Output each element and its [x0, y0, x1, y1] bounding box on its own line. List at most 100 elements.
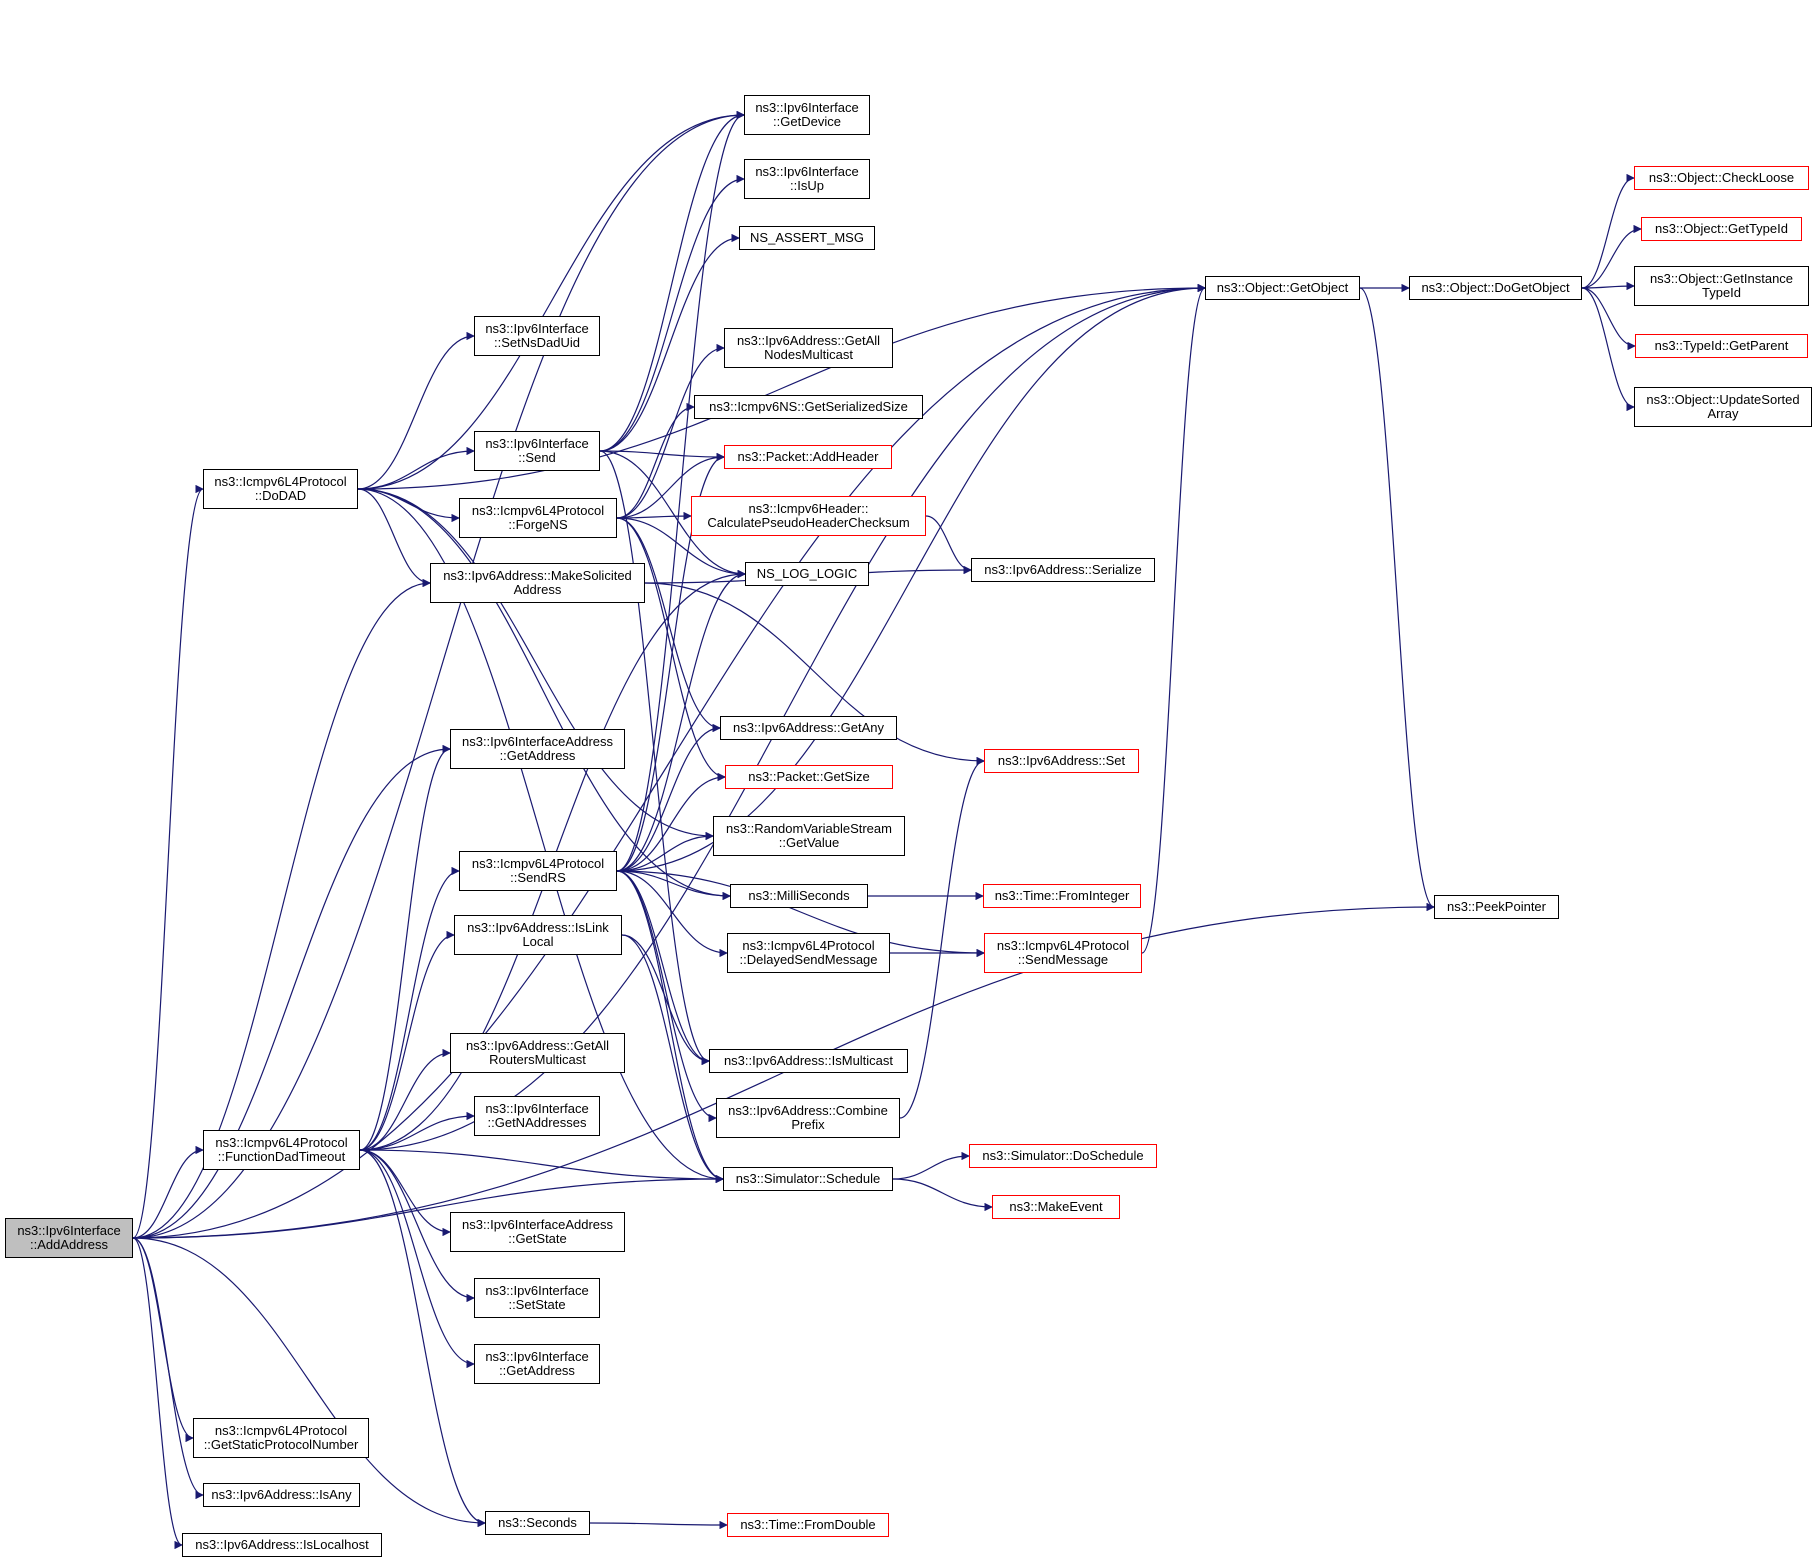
node-calcps[interactable]: ns3::Icmpv6Header::CalculatePseudoHeader…: [691, 496, 926, 536]
node-label: ns3::Icmpv6L4Protocol: [214, 1423, 348, 1438]
node-mkevent[interactable]: ns3::MakeEvent: [992, 1195, 1120, 1219]
edge-send-to-isup: [599, 174, 745, 452]
edge-dodad-to-schedule: [357, 488, 724, 1184]
node-sendmsg[interactable]: ns3::Icmpv6L4Protocol::SendMessage: [984, 933, 1142, 973]
node-add[interactable]: ns3::Ipv6Interface::AddAddress: [5, 1218, 133, 1258]
edge-fdt-to-ifsetstate: [359, 1149, 475, 1303]
node-label: ns3::RandomVariableStream: [726, 821, 892, 836]
node-label: ::SendMessage: [1017, 952, 1109, 967]
edge-dodad-to-getdev: [357, 110, 745, 490]
node-gettid[interactable]: ns3::Object::GetTypeId: [1641, 217, 1802, 241]
node-schedule[interactable]: ns3::Simulator::Schedule: [723, 1167, 893, 1191]
node-label: ::DelayedSendMessage: [739, 952, 878, 967]
node-setns[interactable]: ns3::Ipv6Interface::SetNsDadUid: [474, 316, 600, 356]
edge-fdt-to-islinkl: [359, 930, 455, 1151]
edge-getobj-to-peek: [1359, 287, 1435, 912]
edge-sendrs-to-getdev: [616, 110, 745, 872]
node-dogetobj[interactable]: ns3::Object::DoGetObject: [1409, 276, 1582, 300]
node-getsize[interactable]: ns3::Packet::GetSize: [725, 765, 893, 789]
node-isup[interactable]: ns3::Ipv6Interface::IsUp: [744, 159, 870, 199]
node-iagaddr[interactable]: ns3::Ipv6InterfaceAddress::GetAddress: [450, 729, 625, 769]
node-label: ns3::Packet::AddHeader: [737, 449, 879, 464]
node-label: ns3::Ipv6Address::IsMulticast: [723, 1053, 894, 1068]
node-addhdr[interactable]: ns3::Packet::AddHeader: [724, 445, 892, 469]
node-ifgaddr[interactable]: ns3::Ipv6Interface::GetAddress: [474, 1344, 600, 1384]
node-label: ::GetStaticProtocolNumber: [203, 1437, 359, 1452]
node-label: ::GetValue: [778, 835, 840, 850]
edge-islinkl-to-schedule: [621, 934, 724, 1184]
edge-fdt-to-schedule: [359, 1149, 724, 1184]
node-sendrs[interactable]: ns3::Icmpv6L4Protocol::SendRS: [459, 851, 617, 891]
node-nsassert[interactable]: NS_ASSERT_MSG: [739, 226, 875, 250]
edge-combine-to-ipset: [899, 756, 985, 1119]
edge-add-to-iagaddr: [132, 744, 451, 1239]
node-rvs[interactable]: ns3::RandomVariableStream::GetValue: [713, 816, 905, 856]
node-label: ns3::Ipv6Address::GetAll: [465, 1038, 610, 1053]
node-label: ::GetState: [508, 1231, 567, 1246]
node-seconds[interactable]: ns3::Seconds: [485, 1511, 590, 1535]
edge-add-to-schedule: [132, 1174, 724, 1239]
node-label: ns3::Icmpv6Header::: [748, 501, 869, 516]
node-milli[interactable]: ns3::MilliSeconds: [730, 884, 868, 908]
node-label: ::Send: [518, 450, 556, 465]
node-ismc[interactable]: ns3::Ipv6Address::IsMulticast: [709, 1049, 908, 1073]
node-send[interactable]: ns3::Ipv6Interface::Send: [474, 431, 600, 471]
node-label: ns3::Icmpv6L4Protocol: [471, 856, 605, 871]
node-forgens[interactable]: ns3::Icmpv6L4Protocol::ForgeNS: [459, 498, 617, 538]
node-dodad[interactable]: ns3::Icmpv6L4Protocol::DoDAD: [203, 469, 358, 509]
node-label: Prefix: [791, 1117, 825, 1132]
node-getany[interactable]: ns3::Ipv6Address::GetAny: [720, 716, 897, 740]
node-iagstate[interactable]: ns3::Ipv6InterfaceAddress::GetState: [450, 1212, 625, 1252]
edge-send-to-ismc: [599, 450, 710, 1066]
node-label: ns3::Simulator::DoSchedule: [982, 1148, 1144, 1163]
node-label: ns3::Object::GetTypeId: [1655, 221, 1788, 236]
node-tfi[interactable]: ns3::Time::FromInteger: [983, 884, 1141, 908]
node-label: ns3::Ipv6Address::Set: [997, 753, 1126, 768]
node-label: ns3::Icmpv6L4Protocol: [214, 474, 347, 489]
node-islh[interactable]: ns3::Ipv6Address::IsLocalhost: [182, 1533, 382, 1557]
node-ipset[interactable]: ns3::Ipv6Address::Set: [984, 749, 1139, 773]
node-gnaddr[interactable]: ns3::Ipv6Interface::GetNAddresses: [474, 1096, 600, 1136]
node-label: ns3::PeekPointer: [1446, 899, 1546, 914]
node-label: ns3::Ipv6Address::GetAny: [732, 720, 885, 735]
node-fdt[interactable]: ns3::Icmpv6L4Protocol::FunctionDadTimeou…: [203, 1130, 360, 1170]
edge-schedule-to-mkevent: [892, 1178, 993, 1212]
node-label: ns3::Ipv6Interface: [485, 1283, 589, 1298]
node-peek[interactable]: ns3::PeekPointer: [1434, 895, 1559, 919]
node-nslog[interactable]: NS_LOG_LOGIC: [745, 562, 869, 586]
node-checkloose[interactable]: ns3::Object::CheckLoose: [1634, 166, 1809, 190]
node-label: ns3::Ipv6Interface: [755, 100, 859, 115]
node-label: ns3::Object::DoGetObject: [1421, 280, 1570, 295]
edge-dodad-to-setns: [357, 331, 475, 490]
edge-add-to-seconds: [132, 1237, 486, 1528]
node-label: ns3::Object::UpdateSorted: [1646, 392, 1800, 407]
node-label: ns3::MakeEvent: [1009, 1199, 1103, 1214]
node-getdev[interactable]: ns3::Ipv6Interface::GetDevice: [744, 95, 870, 135]
node-delayed[interactable]: ns3::Icmpv6L4Protocol::DelayedSendMessag…: [727, 933, 890, 973]
node-label: ns3::TypeId::GetParent: [1654, 338, 1789, 353]
node-tfd[interactable]: ns3::Time::FromDouble: [727, 1513, 889, 1537]
node-getparent[interactable]: ns3::TypeId::GetParent: [1635, 334, 1808, 358]
node-label: ns3::Icmpv6L4Protocol: [742, 938, 875, 953]
node-label: ns3::Ipv6Interface: [485, 1349, 589, 1364]
edge-mksol-to-ipset: [644, 582, 985, 766]
edge-send-to-getdev: [599, 110, 745, 452]
node-getobj[interactable]: ns3::Object::GetObject: [1205, 276, 1360, 300]
node-label: ns3::Ipv6Address::IsAny: [211, 1487, 352, 1502]
node-isany[interactable]: ns3::Ipv6Address::IsAny: [203, 1483, 360, 1507]
node-gspn[interactable]: ns3::Icmpv6L4Protocol::GetStaticProtocol…: [193, 1418, 369, 1458]
node-label: ns3::Icmpv6NS::GetSerializedSize: [709, 399, 908, 414]
node-serialize[interactable]: ns3::Ipv6Address::Serialize: [971, 558, 1155, 582]
edge-add-to-mksol: [132, 578, 431, 1239]
node-dosched[interactable]: ns3::Simulator::DoSchedule: [969, 1144, 1157, 1168]
edge-sendmsg-to-getobj: [1141, 283, 1206, 954]
node-ifsetstate[interactable]: ns3::Ipv6Interface::SetState: [474, 1278, 600, 1318]
node-nsgss[interactable]: ns3::Icmpv6NS::GetSerializedSize: [694, 395, 923, 419]
